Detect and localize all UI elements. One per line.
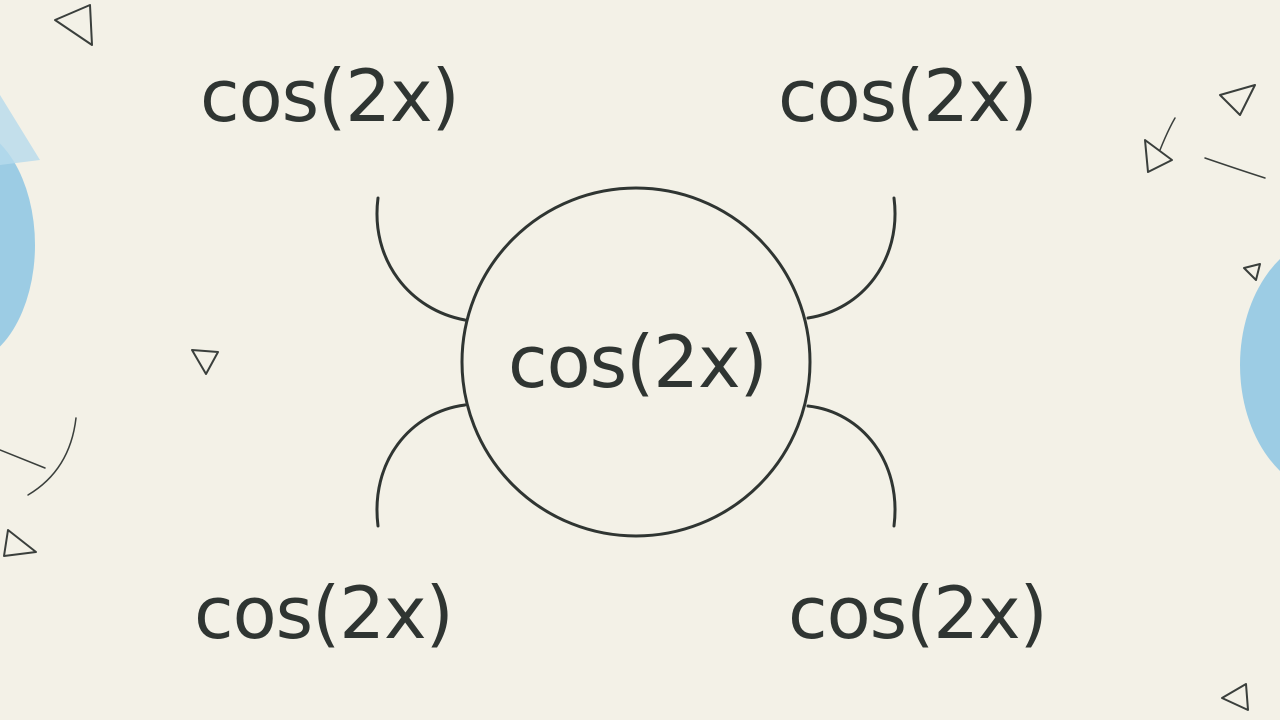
decoration-left-blob (0, 95, 40, 347)
connector-arc-top-right (806, 196, 897, 320)
sketch-line (0, 449, 46, 469)
triangle-outline-icon (1221, 683, 1249, 711)
node-label-bottom-right: cos(2x) (788, 571, 1048, 655)
triangle-outline-icon (1144, 139, 1173, 173)
triangle-outline-icon (1219, 84, 1256, 116)
connector-arc-bottom-left (375, 403, 467, 528)
triangle-outline-icon (54, 4, 93, 46)
center-node-label: cos(2x) (508, 320, 768, 404)
triangle-outline-icon (191, 349, 219, 375)
node-label-top-left: cos(2x) (200, 54, 460, 138)
connector-arc-bottom-right (806, 404, 897, 528)
decoration-right-blob (1240, 259, 1280, 471)
node-label-top-right: cos(2x) (778, 54, 1038, 138)
triangle-outline-icon (3, 529, 37, 557)
node-label-bottom-left: cos(2x) (194, 571, 454, 655)
sketch-line (1159, 117, 1176, 151)
sketch-line (27, 417, 77, 496)
triangle-outline-icon (1243, 263, 1261, 281)
center-node-circle (460, 186, 812, 538)
connector-arc-top-left (375, 196, 467, 322)
sketch-line (1204, 157, 1266, 179)
